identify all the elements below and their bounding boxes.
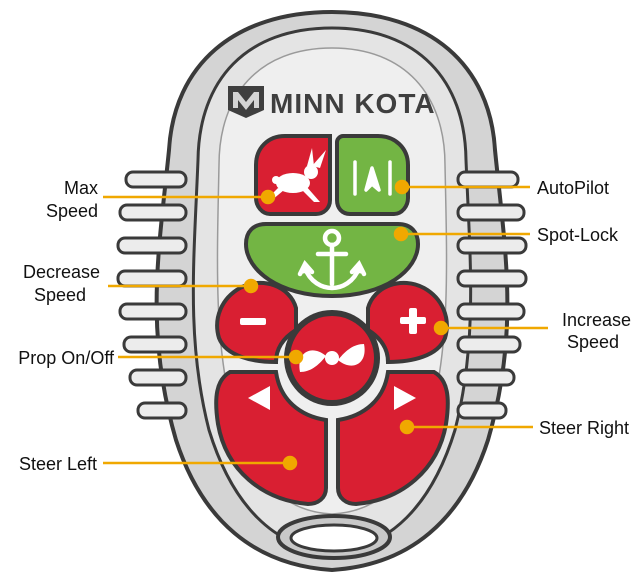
label-steer-left: Steer Left bbox=[19, 454, 97, 474]
leader-dot-prop-on-off bbox=[288, 349, 304, 365]
label-decrease-speed-line1: Decrease bbox=[23, 262, 100, 282]
leader-dot-spot-lock bbox=[393, 226, 409, 242]
triangle-left-icon bbox=[248, 386, 270, 410]
left-grip bbox=[116, 170, 188, 420]
anchor-icon bbox=[297, 228, 367, 291]
label-increase-speed-line2: Speed bbox=[567, 332, 619, 352]
label-decrease-speed-line2: Speed bbox=[34, 285, 86, 305]
label-autopilot: AutoPilot bbox=[537, 178, 609, 198]
callout-leaders bbox=[103, 179, 548, 471]
autopilot-button[interactable] bbox=[335, 134, 410, 216]
leader-dot-increase-speed bbox=[433, 320, 449, 336]
steer-right-button[interactable] bbox=[336, 370, 450, 507]
label-spot-lock: Spot-Lock bbox=[537, 225, 619, 245]
leader-dot-decrease-speed bbox=[243, 278, 259, 294]
spot-lock-button[interactable] bbox=[243, 222, 421, 299]
leader-dot-autopilot bbox=[394, 179, 410, 195]
brand-name: MINN KOTA bbox=[270, 88, 436, 119]
leader-dot-steer-right bbox=[399, 419, 415, 435]
triangle-right-icon bbox=[394, 386, 416, 410]
leader-dot-max-speed bbox=[260, 189, 276, 205]
minus-icon bbox=[240, 318, 266, 325]
decrease-speed-button[interactable] bbox=[215, 280, 298, 365]
right-grip bbox=[456, 170, 528, 420]
callout-labels: Max Speed AutoPilot Spot-Lock Decrease S… bbox=[18, 178, 631, 474]
rabbit-icon bbox=[266, 148, 326, 202]
plus-icon bbox=[400, 308, 426, 334]
label-prop-on-off: Prop On/Off bbox=[18, 348, 115, 368]
label-max-speed-line1: Max bbox=[64, 178, 98, 198]
label-increase-speed-line1: Increase bbox=[562, 310, 631, 330]
label-steer-right: Steer Right bbox=[539, 418, 629, 438]
steer-left-button[interactable] bbox=[214, 370, 328, 507]
leader-dot-steer-left bbox=[282, 455, 298, 471]
brand-logo: MINN KOTA bbox=[228, 86, 436, 119]
propeller-icon bbox=[299, 344, 365, 372]
label-max-speed-line2: Speed bbox=[46, 201, 98, 221]
autopilot-arrow-icon bbox=[353, 160, 392, 196]
lanyard-hole-inner bbox=[289, 523, 379, 553]
minn-kota-emblem-icon bbox=[228, 86, 264, 118]
prop-on-off-button[interactable] bbox=[284, 310, 380, 406]
